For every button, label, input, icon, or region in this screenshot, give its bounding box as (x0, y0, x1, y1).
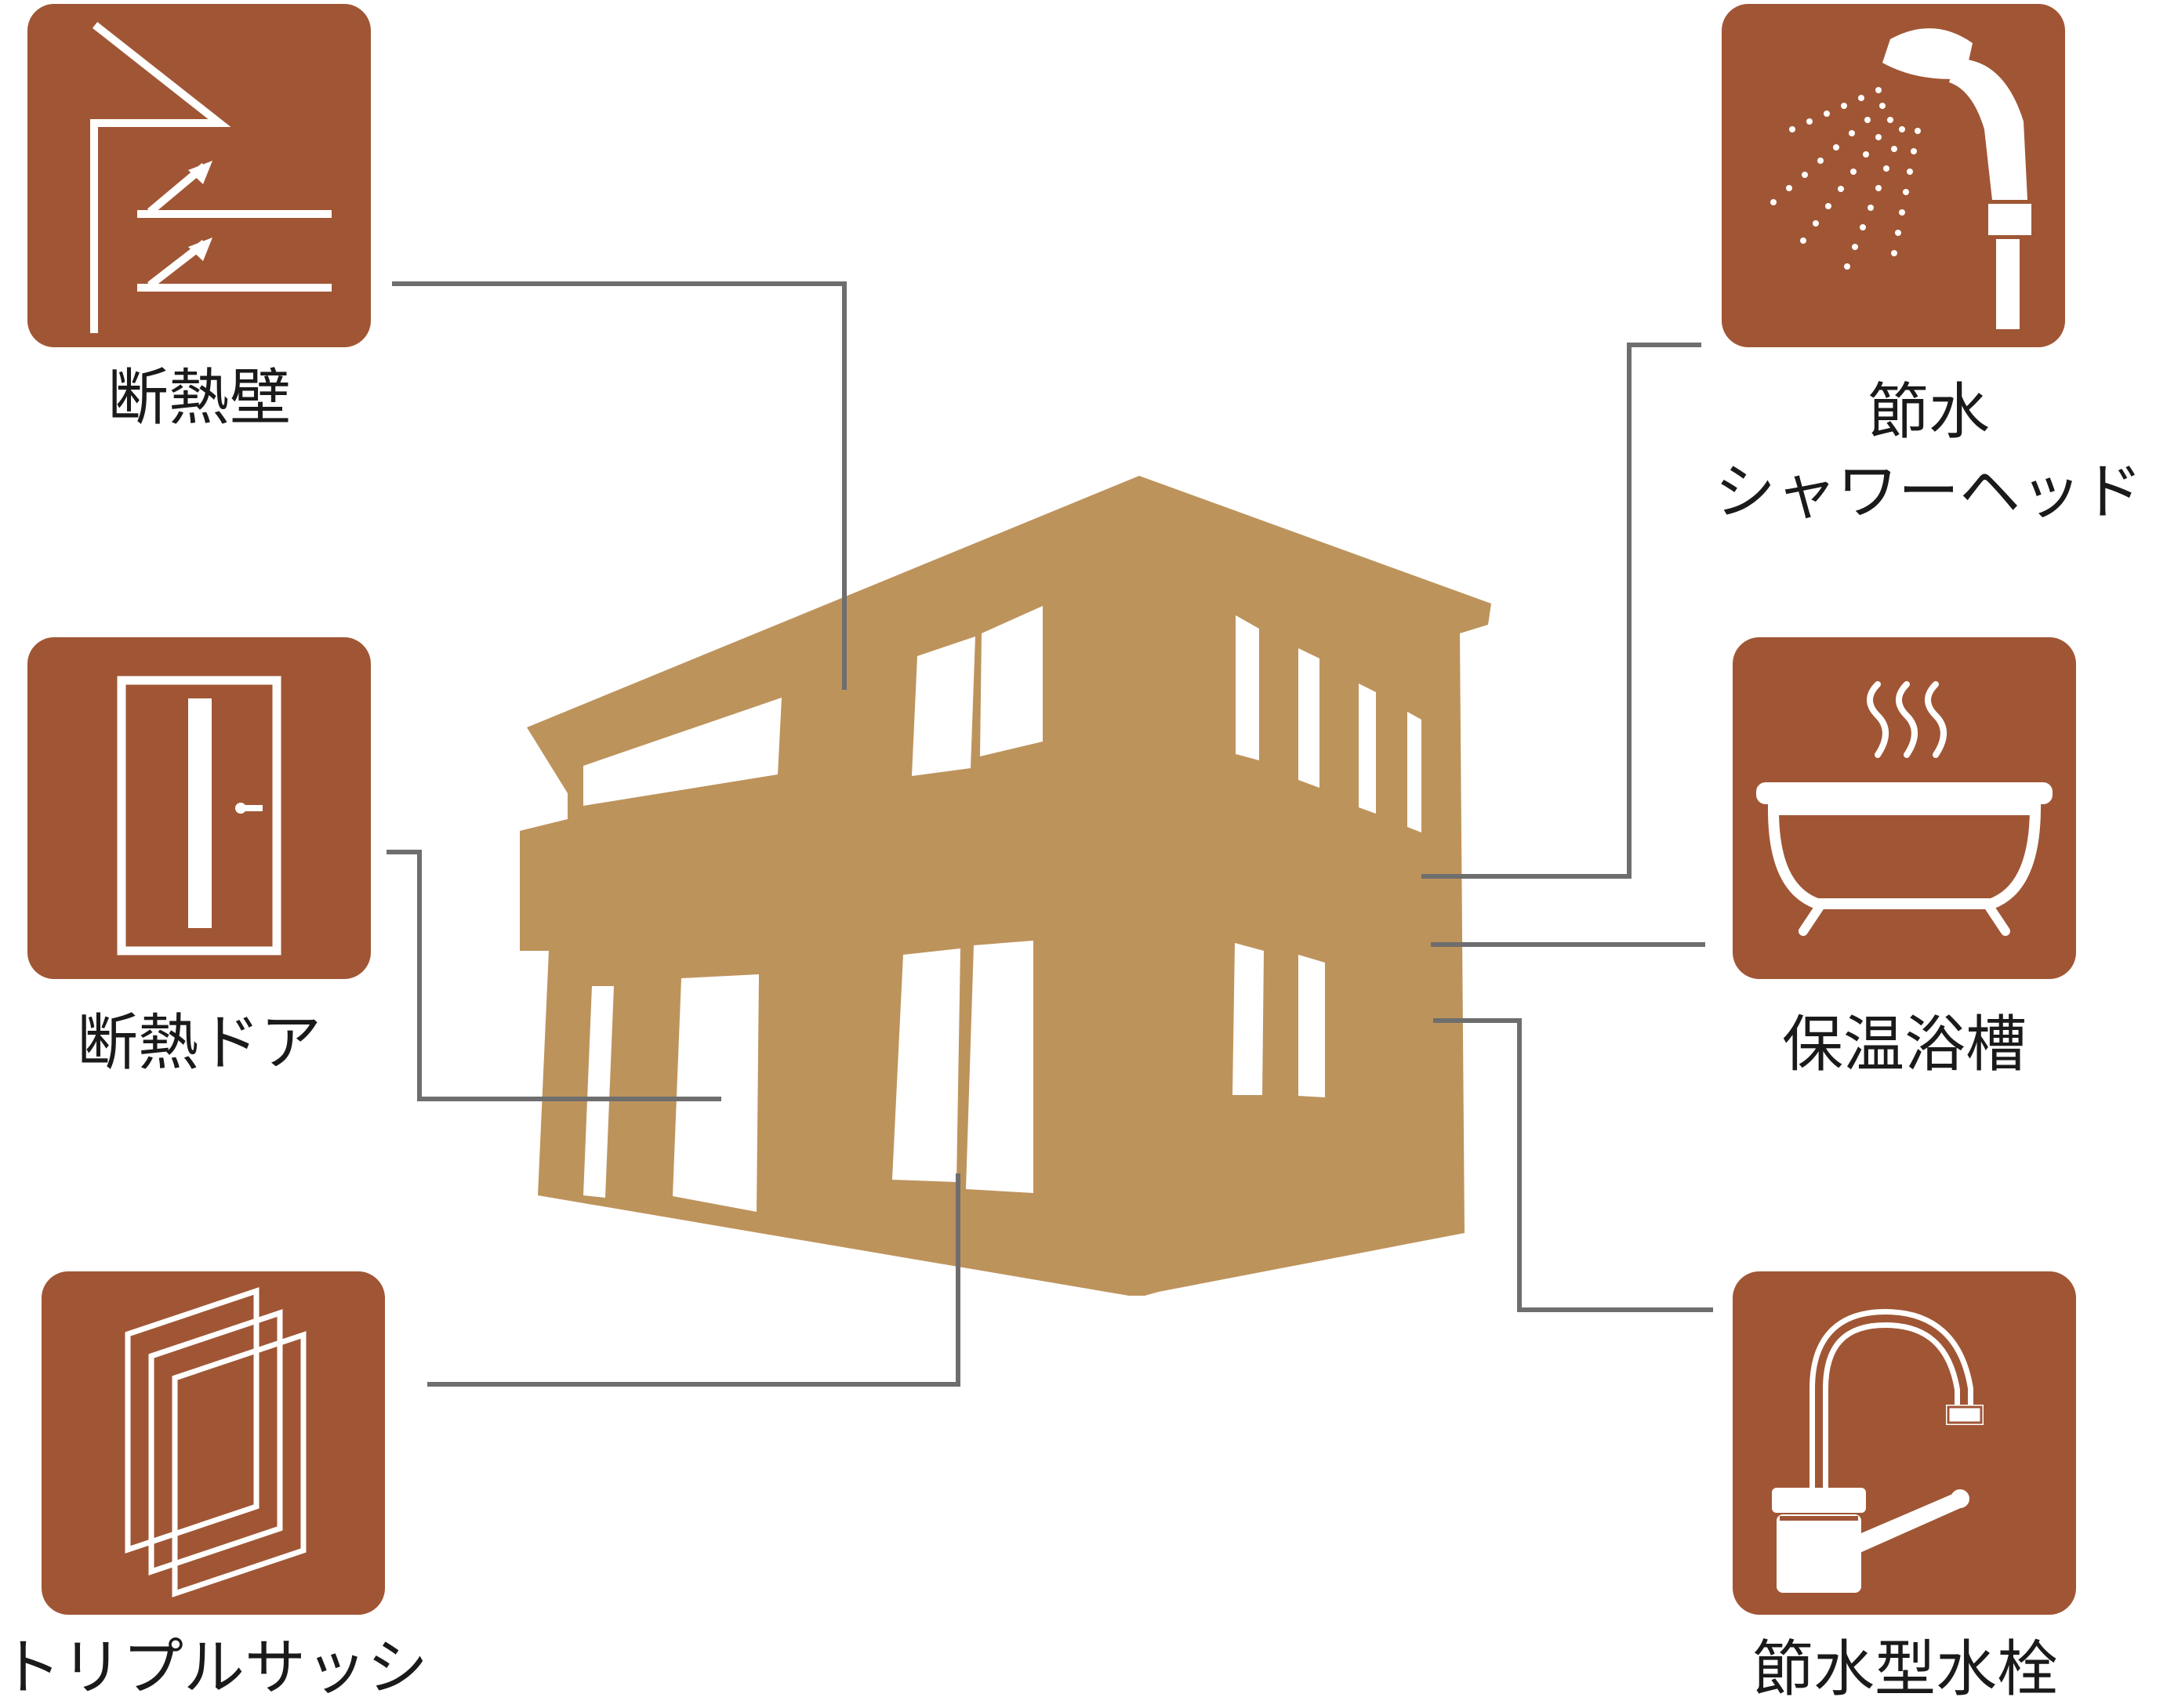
connector-lines (387, 281, 1713, 1387)
insulated-wall-tile (27, 4, 371, 347)
triple-sash-tile (42, 1271, 385, 1615)
connector-triple-sash (427, 1173, 960, 1387)
insulated-wall-label: 断熱壁 (107, 363, 291, 433)
insulated-door-label: 断熱ドア (76, 1008, 321, 1079)
connector-faucet (1433, 1018, 1713, 1312)
faucet-label: 節水型水栓 (1751, 1634, 2058, 1705)
connector-insulated-wall (392, 281, 847, 690)
bathtub-label: 保温浴槽 (1781, 1010, 2027, 1080)
shower-head-icon (1770, 28, 2031, 329)
house-silhouette (520, 476, 1491, 1296)
bathtub-tile (1733, 637, 2076, 979)
faucet-tile (1733, 1271, 2076, 1615)
triple-sash-icon (125, 1287, 307, 1597)
connector-insulated-door (387, 850, 721, 1101)
shower-head-label-line1: 節水 (1867, 377, 1990, 448)
shower-head-tile (1722, 4, 2065, 347)
bathtub-icon (1756, 681, 2053, 936)
insulated-wall-icon (90, 21, 332, 333)
insulated-door-tile (27, 637, 371, 979)
faucet-icon (1772, 1308, 1984, 1593)
shower-head-label-line2: シャワーヘッド (1714, 457, 2143, 528)
door-icon (117, 676, 281, 956)
connector-shower-head (1421, 343, 1701, 879)
triple-sash-label: トリプルサッシ (0, 1633, 429, 1703)
